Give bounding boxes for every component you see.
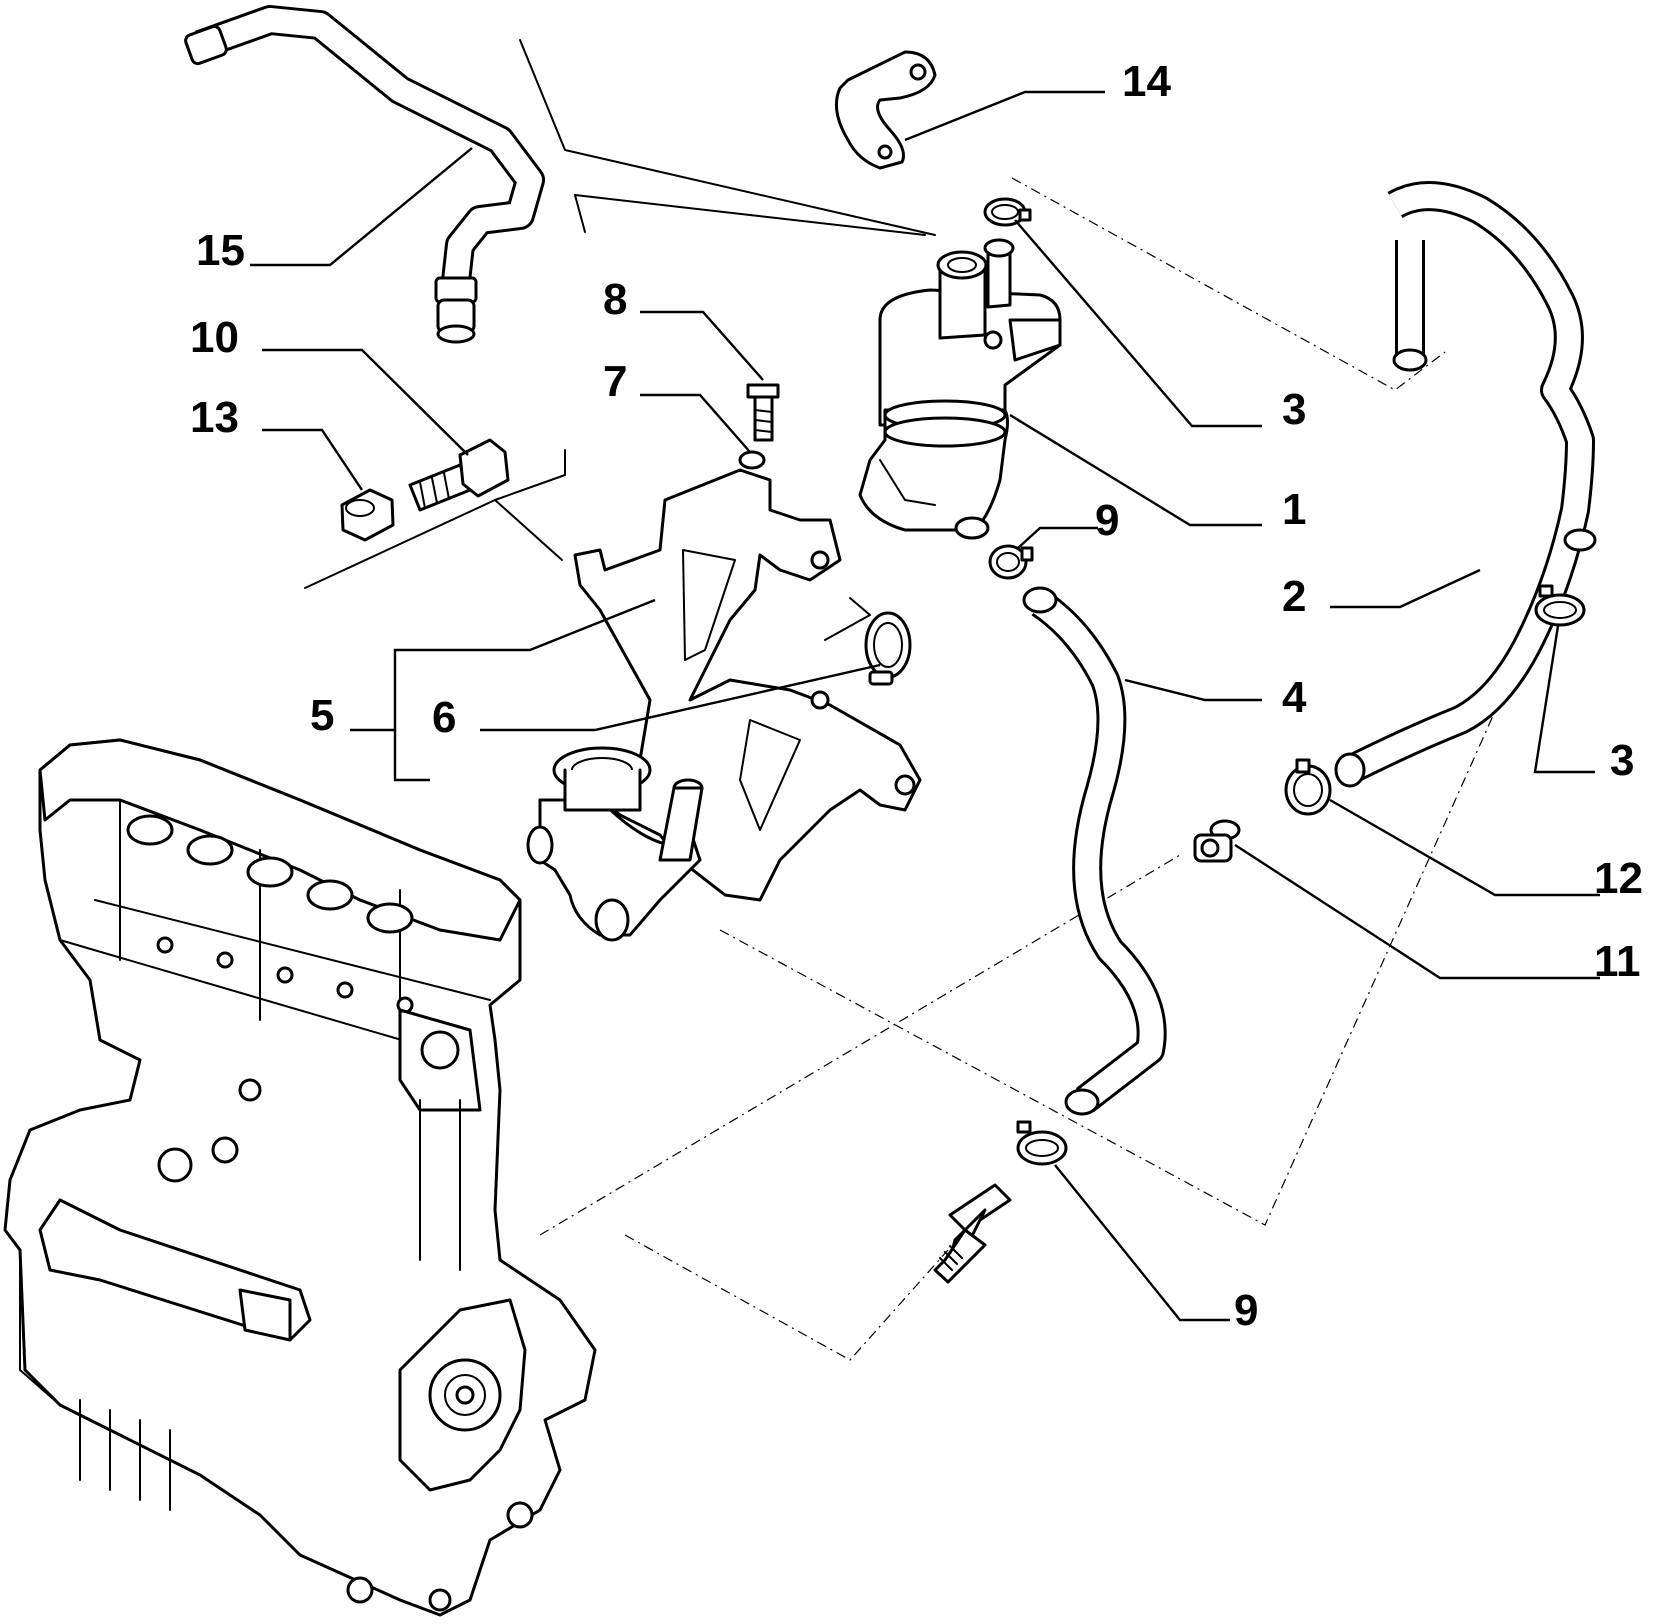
callout-6: 6 xyxy=(432,693,456,742)
callout-10: 10 xyxy=(190,313,239,362)
camshaft-lobes xyxy=(126,814,414,934)
callout-1: 1 xyxy=(1282,485,1306,534)
elbow-fitting xyxy=(526,746,704,942)
callout-4: 4 xyxy=(1282,673,1307,722)
oil-separator-part-1 xyxy=(858,238,1062,540)
engine-block xyxy=(3,738,597,1617)
nut-part-13 xyxy=(340,488,395,542)
callout-9-upper: 9 xyxy=(1095,496,1119,545)
callout-3-right: 3 xyxy=(1610,736,1634,785)
callout-3-top: 3 xyxy=(1282,385,1306,434)
hose-clamp-part-3-right xyxy=(1534,584,1586,627)
grommet-part-6 xyxy=(864,611,912,686)
bolt-part-8 xyxy=(746,383,780,442)
cylinder-head-bolts xyxy=(156,936,414,1014)
guide-lines-solid xyxy=(304,39,936,641)
hose-part-2 xyxy=(1334,181,1597,788)
washer-part-7 xyxy=(738,450,766,470)
hose-clamp-part-12 xyxy=(1284,758,1332,816)
bolt-part-10 xyxy=(408,438,510,512)
callout-15: 15 xyxy=(196,226,245,275)
callout-numbers: 14 15 10 13 8 7 3 1 9 2 4 3 12 11 9 5 6 xyxy=(190,57,1643,1335)
bracket-part-5 xyxy=(573,468,922,902)
callout-8: 8 xyxy=(603,275,627,324)
callout-14: 14 xyxy=(1122,57,1171,106)
threaded-stud xyxy=(933,1183,1012,1284)
plug-part-11 xyxy=(1193,819,1241,863)
leader-lines xyxy=(250,90,1600,1322)
callout-7: 7 xyxy=(603,357,627,406)
callout-2: 2 xyxy=(1282,572,1306,621)
hose-part-4 xyxy=(1022,586,1167,1116)
hose-clamp-part-3-top xyxy=(983,197,1032,227)
hose-clamp-part-9-upper xyxy=(988,544,1034,580)
callout-9-lower: 9 xyxy=(1234,1286,1258,1335)
callout-5: 5 xyxy=(310,691,334,740)
callout-12: 12 xyxy=(1594,854,1643,903)
callout-13: 13 xyxy=(190,393,239,442)
bracket-strap-part-14 xyxy=(834,50,937,170)
timing-cover xyxy=(398,1298,527,1492)
hose-clamp-part-9-lower xyxy=(1016,1120,1068,1166)
callout-11: 11 xyxy=(1594,937,1641,986)
breather-tube-part-15 xyxy=(184,5,545,344)
